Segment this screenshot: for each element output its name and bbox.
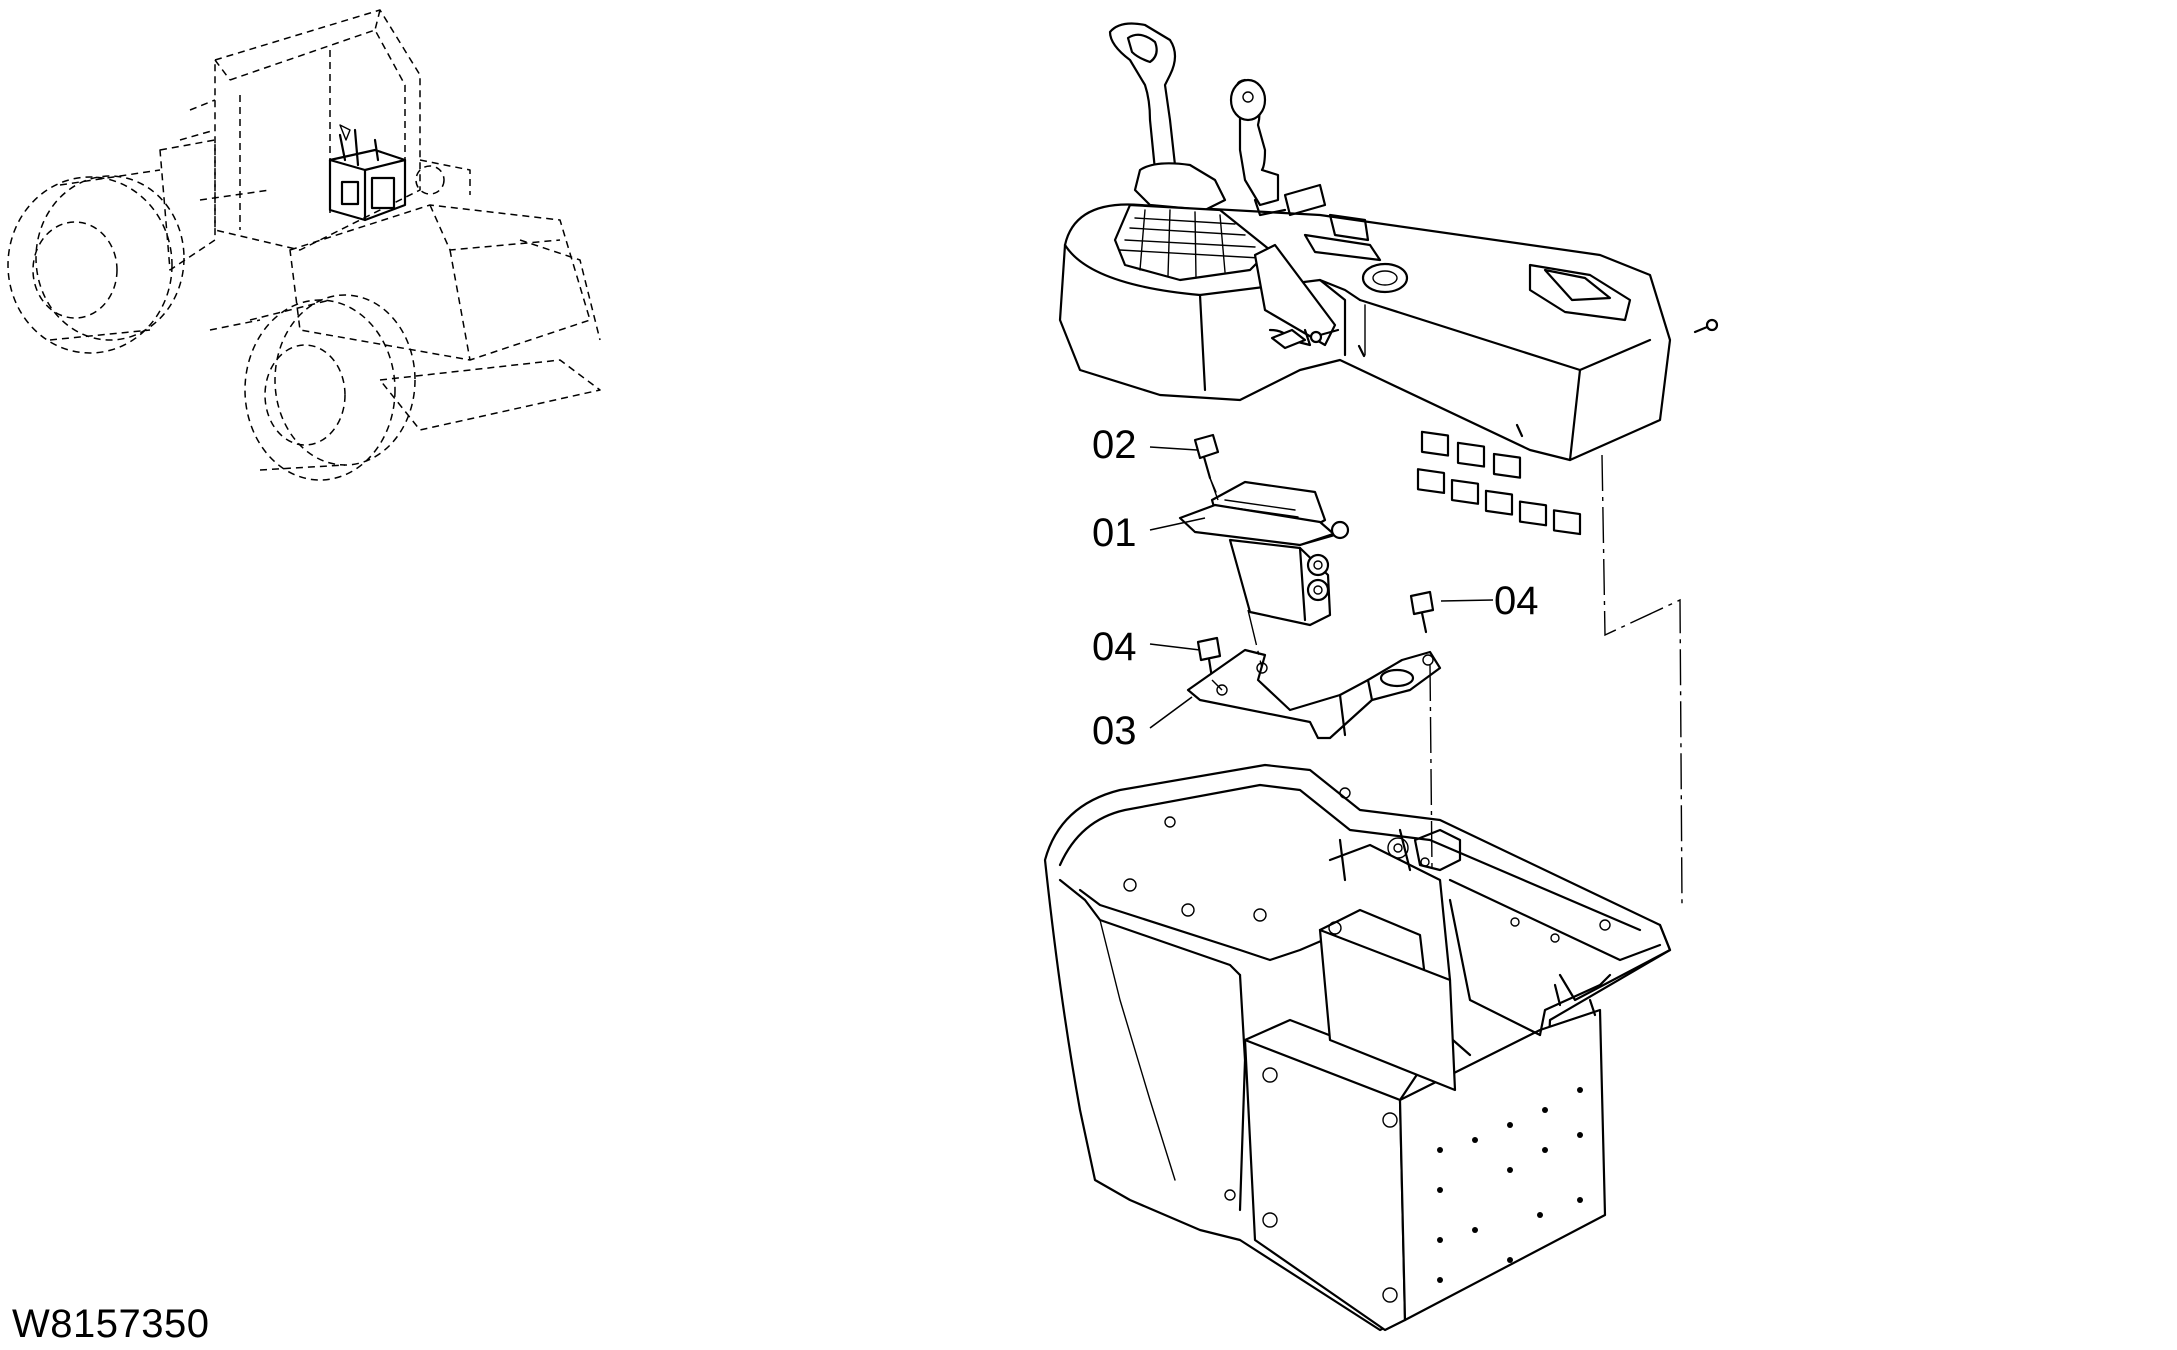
callout-04-right: 04 [1494, 579, 1539, 623]
lower-console-box [1043, 763, 1672, 1332]
part-02-bolt [1193, 433, 1220, 493]
part-04-bolt-left [1196, 636, 1222, 680]
part-03-bracket [1186, 648, 1442, 740]
armrest-cover-with-joystick [1058, 22, 1719, 536]
drawing-number: W8157350 [12, 1302, 210, 1346]
assembly-centerlines [1209, 454, 1683, 906]
callout-03: 03 [1092, 709, 1137, 753]
switch-panel [1303, 213, 1632, 536]
part-04-bolt-right [1409, 590, 1435, 634]
callout-leaders [1149, 446, 1494, 729]
callout-02: 02 [1092, 423, 1137, 467]
gear-lever-knob [1229, 78, 1287, 217]
console-location-highlight [328, 124, 407, 222]
part-01-control-unit [1178, 480, 1350, 627]
wheel-loader-locator-view [7, 9, 601, 481]
callout-04-left: 04 [1092, 625, 1137, 669]
callout-01: 01 [1092, 511, 1137, 555]
joystick-lever [1108, 22, 1337, 350]
